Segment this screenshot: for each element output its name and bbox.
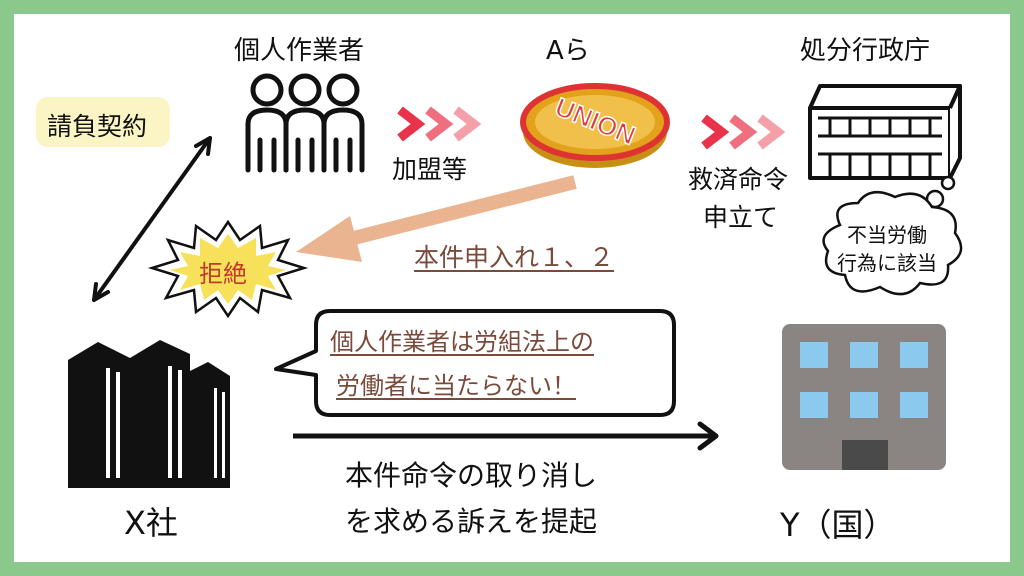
thought-cloud	[822, 175, 963, 296]
lawsuit-text-1: 本件命令の取り消し	[345, 459, 598, 492]
government-building-icon	[808, 84, 962, 180]
contract-badge	[36, 97, 170, 147]
company-x-label: X社	[124, 504, 178, 542]
labor-commission-label: 処分行政庁	[800, 36, 931, 66]
claim-text-1: 個人作業者は労組法上の	[330, 328, 594, 356]
state-y-building-icon	[782, 324, 946, 470]
refusal-burst	[147, 219, 309, 319]
relief-order-label-1: 救済命令	[688, 165, 789, 194]
relief-order-label-2: 申立て	[703, 203, 779, 232]
relief-chevron-arrow	[701, 114, 786, 150]
affiliation-label: 加盟等	[392, 155, 468, 184]
claim-text-2: 労働者に当たらない！	[336, 372, 576, 400]
lawsuit-text-2: を求める訴えを提起	[345, 505, 598, 538]
affiliation-chevron-arrow	[397, 106, 482, 142]
workers-icon	[245, 73, 365, 173]
union-logo: UNION	[520, 83, 670, 168]
union-a-label: Aら	[546, 36, 590, 66]
bargaining-request-label: 本件申入れ１、２	[414, 243, 615, 272]
state-y-label: Y（国）	[780, 506, 896, 544]
speech-bubble	[274, 309, 676, 417]
refusal-label: 拒絶	[199, 260, 247, 288]
individual-workers-label: 個人作業者	[234, 36, 365, 66]
unfair-labor-text-1: 不当労働	[847, 223, 927, 247]
unfair-labor-text-2: 行為に該当	[837, 251, 937, 275]
contract-label: 請負契約	[47, 112, 148, 141]
company-x-buildings-icon	[68, 340, 230, 488]
